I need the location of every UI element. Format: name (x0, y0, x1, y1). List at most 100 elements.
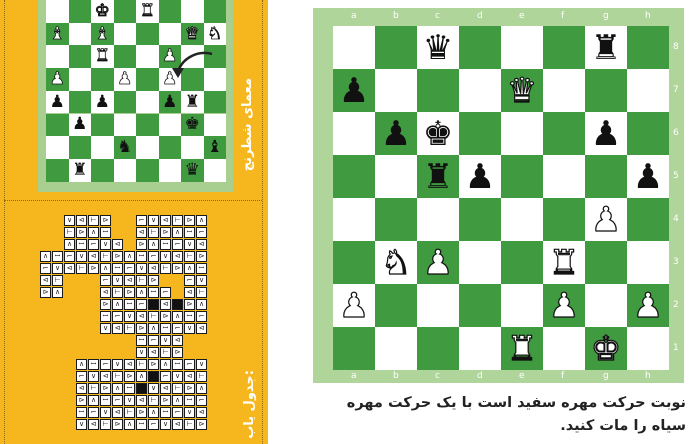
crossword-cell: ⊢ (160, 263, 171, 274)
mini-piece-icon: ♜ (91, 45, 114, 68)
crossword-cell: ⌐ (64, 251, 75, 262)
mini-square (114, 23, 137, 46)
rank-label: 1 (673, 343, 679, 353)
crossword-cell: ⊳ (196, 419, 207, 430)
crossword-cell: ⌐ (160, 287, 171, 298)
file-label-bottom: h (645, 371, 651, 381)
square-a6 (333, 112, 375, 155)
crossword-cell: ⊳ (112, 419, 123, 430)
crossword-cell: ∨ (160, 251, 171, 262)
crossword-cell: ꟷ (112, 263, 123, 274)
chess-piece-white-g4: ♟ (585, 198, 627, 241)
crossword-cell: ꟷ (136, 335, 147, 346)
mini-piece-icon: ♛ (181, 159, 204, 182)
mini-square (136, 68, 159, 91)
square-h1 (627, 327, 669, 370)
mini-square (69, 136, 92, 159)
crossword-cell: ∨ (112, 275, 123, 286)
puzzle-caption: نوبت حرکت مهره سفید است با یک حرکت مهره … (288, 392, 686, 438)
crossword-cell: ⊲ (100, 287, 111, 298)
crossword-cell: ⊳ (172, 347, 183, 358)
square-g7 (585, 69, 627, 112)
crossword-cell: ⊲ (88, 419, 99, 430)
mini-square (69, 45, 92, 68)
crossword-cell: ∨ (76, 419, 87, 430)
square-e8 (501, 26, 543, 69)
crossword-cell: ⌐ (148, 251, 159, 262)
mini-square (91, 114, 114, 137)
crossword-cell: ∧ (172, 311, 183, 322)
mini-piece-icon: ♜ (181, 91, 204, 114)
crossword-cell: ∧ (64, 239, 75, 250)
mini-square (46, 159, 69, 182)
crossword-cell: ⊲ (172, 251, 183, 262)
mini-piece-icon: ♟ (69, 114, 92, 137)
crossword-cell: ∧ (172, 227, 183, 238)
move-arrow-icon (168, 48, 218, 82)
chess-piece-black-a7: ♟ (333, 69, 375, 112)
square-a5 (333, 155, 375, 198)
mini-piece-icon: ♞ (204, 23, 227, 46)
crossword-cell: ⊳ (124, 287, 135, 298)
mini-square (204, 114, 227, 137)
crossword-cell: ꟷ (124, 299, 135, 310)
mini-piece-icon: ♟ (46, 68, 69, 91)
crossword-cell: ∧ (52, 287, 63, 298)
square-b4 (375, 198, 417, 241)
crossword-cell: ⌐ (88, 407, 99, 418)
file-label-top: h (645, 11, 651, 21)
crossword-cell: ⊢ (112, 371, 123, 382)
mini-square (91, 68, 114, 91)
crossword-cell: ∧ (136, 371, 147, 382)
crossword-cell: ⊳ (196, 251, 207, 262)
mini-piece-icon: ♟ (159, 91, 182, 114)
crossword-cell: ⌐ (148, 335, 159, 346)
crossword-cell: ꟷ (136, 251, 147, 262)
crossword-cell: ꟷ (100, 227, 111, 238)
crossword-cell: ∨ (196, 359, 207, 370)
crossword-cell: ∧ (196, 215, 207, 226)
crossword-cell: ⊳ (148, 359, 159, 370)
crossword-cell: ꟷ (100, 311, 111, 322)
crossword-cell: ꟷ (184, 395, 195, 406)
crossword-cell: ⊢ (100, 251, 111, 262)
crossword-cell: ∧ (100, 263, 111, 274)
mini-piece-icon: ♜ (69, 159, 92, 182)
crossword-cell: ⊲ (124, 359, 135, 370)
square-a8 (333, 26, 375, 69)
crossword-cell: ∧ (88, 227, 99, 238)
crossword-cell: ⊳ (100, 299, 111, 310)
crossword-cell: ⊳ (100, 383, 111, 394)
mini-piece-icon: ♝ (204, 136, 227, 159)
rank-label: 8 (673, 42, 679, 52)
crossword-cell: ⊲ (112, 407, 123, 418)
crossword-cell: ꟷ (88, 359, 99, 370)
square-g5 (585, 155, 627, 198)
chess-piece-white-f3: ♜ (543, 241, 585, 284)
dotted-divider (4, 0, 5, 444)
mini-piece-icon: ♛ (181, 23, 204, 46)
crossword-cell: ∧ (184, 263, 195, 274)
crossword-cell: ⊲ (196, 323, 207, 334)
crossword-block-cell (172, 299, 183, 310)
square-d8 (459, 26, 501, 69)
square-d6 (459, 112, 501, 155)
crossword-cell: ⊳ (112, 251, 123, 262)
square-d3 (459, 241, 501, 284)
crossword-cell: ꟷ (148, 287, 159, 298)
square-c4 (417, 198, 459, 241)
chess-piece-white-b3: ♞ (375, 241, 417, 284)
crossword-cell: ⊢ (136, 275, 147, 286)
crossword-cell: ∨ (124, 311, 135, 322)
crossword-cell: ⊳ (88, 263, 99, 274)
crossword-cell: ∧ (160, 359, 171, 370)
crossword-cell: ⌐ (40, 263, 51, 274)
chess-piece-white-e7: ♛ (501, 69, 543, 112)
crossword-cell: ∨ (172, 371, 183, 382)
mini-piece-icon: ♟ (46, 91, 69, 114)
mini-square (114, 91, 137, 114)
mini-square (46, 0, 69, 23)
mini-square (46, 45, 69, 68)
crossword-grid: ∨⊲⊢⊳⌐∨⊲⊢⊳∧⊢⊳∧ꟷ⊲⊢⊳∧ꟷ⌐∧ꟷ⌐∨⊲⊳∧ꟷ⌐∨⊲∧ꟷ⌐∨⊲⊢⊳∧ꟷ… (40, 215, 240, 444)
chess-piece-black-d5: ♟ (459, 155, 501, 198)
